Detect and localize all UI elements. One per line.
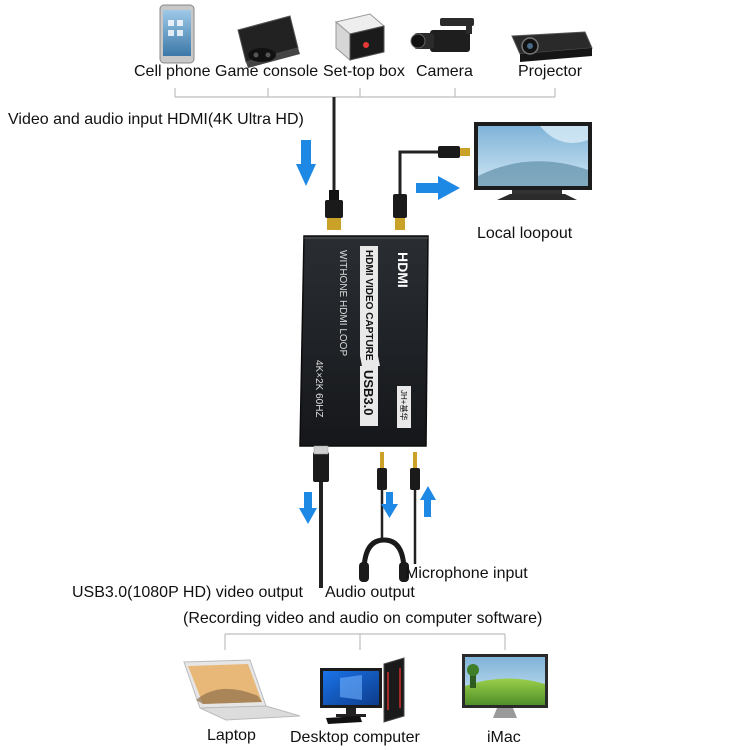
device-badge: JH+基华 — [397, 386, 411, 428]
input-arrow-icon — [296, 140, 316, 186]
audio-cable — [377, 452, 387, 540]
desktop-computer-icon — [320, 657, 405, 724]
projector-icon — [511, 31, 593, 62]
label-projector: Projector — [518, 63, 583, 80]
hdmi-loopout-cable — [393, 146, 470, 230]
usb-cable — [313, 445, 329, 588]
set-top-box-icon — [334, 13, 386, 62]
device-title: HDMI VIDEO CAPTURE — [363, 250, 374, 361]
audio-arrow-icon — [381, 492, 398, 518]
device-resolution: 4K×2K 60HZ — [313, 360, 324, 418]
label-camera: Camera — [416, 63, 473, 80]
cell-phone-icon — [159, 4, 195, 64]
usb-arrow-icon — [299, 492, 317, 524]
label-recording-note: (Recording video and audio on computer s… — [183, 610, 543, 627]
label-desktop-computer: Desktop computer — [290, 729, 420, 746]
loopout-arrow-icon — [416, 176, 460, 200]
computers-bracket — [224, 633, 506, 650]
capture-device — [299, 235, 429, 447]
device-brand: HDMI — [395, 252, 411, 288]
label-set-top-box: Set-top box — [323, 63, 405, 80]
label-loopout: Local loopout — [477, 225, 573, 242]
headphones-icon — [359, 537, 409, 582]
microphone-cable — [410, 452, 420, 564]
camera-icon — [410, 18, 474, 52]
imac-icon — [462, 654, 548, 718]
hdmi-input-cable — [325, 97, 343, 230]
label-cell-phone: Cell phone — [134, 63, 211, 80]
device-usb-label: USB3.0 — [361, 370, 376, 416]
label-input: Video and audio input HDMI(4K Ultra HD) — [8, 111, 304, 128]
label-audio-output: Audio output — [325, 584, 415, 601]
laptop-icon — [183, 659, 301, 721]
label-usb-output: USB3.0(1080P HD) video output — [72, 584, 303, 601]
sources-bracket — [174, 88, 556, 98]
label-laptop: Laptop — [207, 727, 256, 744]
monitor-icon — [474, 122, 592, 200]
microphone-arrow-icon — [420, 486, 436, 517]
label-mic-input: Microphone input — [405, 565, 528, 582]
device-subtitle: WITHONE HDMI LOOP — [337, 250, 348, 356]
label-game-console: Game console — [215, 63, 319, 80]
svg-text:JH+基华: JH+基华 — [399, 390, 409, 420]
game-console-icon — [237, 15, 300, 68]
label-imac: iMac — [487, 729, 521, 746]
